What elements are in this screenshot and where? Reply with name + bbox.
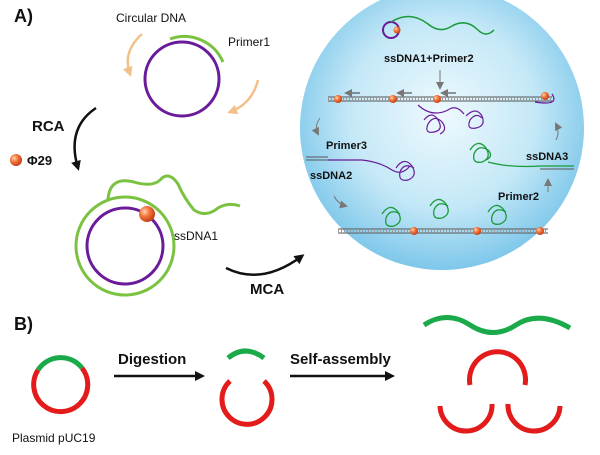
assembled-red-structure [437, 349, 563, 434]
plasmid-label: Plasmid pUC19 [12, 431, 96, 445]
primer3-label: Primer3 [326, 140, 367, 152]
panel-a-label: A) [14, 6, 33, 26]
phi29-polymerase-icon [10, 154, 22, 166]
mca-label: MCA [250, 281, 284, 298]
rca-arrow [71, 106, 97, 171]
ssdna1-primer2-label: ssDNA1+Primer2 [384, 53, 474, 65]
self-assembly-label: Self-assembly [290, 351, 392, 368]
primer2-inset-label: Primer2 [498, 191, 539, 203]
assembled-green-wave [422, 315, 572, 335]
orange-rotation-arrow-left [122, 33, 143, 77]
circular-dna-label: Circular DNA [116, 11, 186, 25]
mca-sphere-inset: ssDNA1+Primer2 Primer3 s [300, 0, 584, 270]
ssdna2-label: ssDNA2 [310, 170, 352, 182]
digested-green-fragment [226, 348, 266, 361]
duplex-row-2 [338, 198, 548, 235]
mca-arrow [225, 254, 305, 276]
primer1-label: Primer1 [228, 35, 270, 49]
digested-red-fragment [219, 379, 275, 427]
ssdna1-label: ssDNA1 [174, 229, 218, 243]
panel-b-label: B) [14, 314, 33, 334]
rca-label: RCA [32, 118, 65, 135]
digestion-label: Digestion [118, 351, 186, 368]
ssdna3-label: ssDNA3 [526, 151, 568, 163]
plasmid-puc19 [31, 355, 91, 415]
orange-rotation-arrow-right [227, 79, 260, 115]
phi29-label: Φ29 [27, 153, 52, 168]
circular-dna-template [143, 34, 225, 118]
duplex-row-1 [328, 89, 555, 135]
phi29-polymerase-icon [139, 206, 155, 222]
rca-product [74, 174, 241, 297]
